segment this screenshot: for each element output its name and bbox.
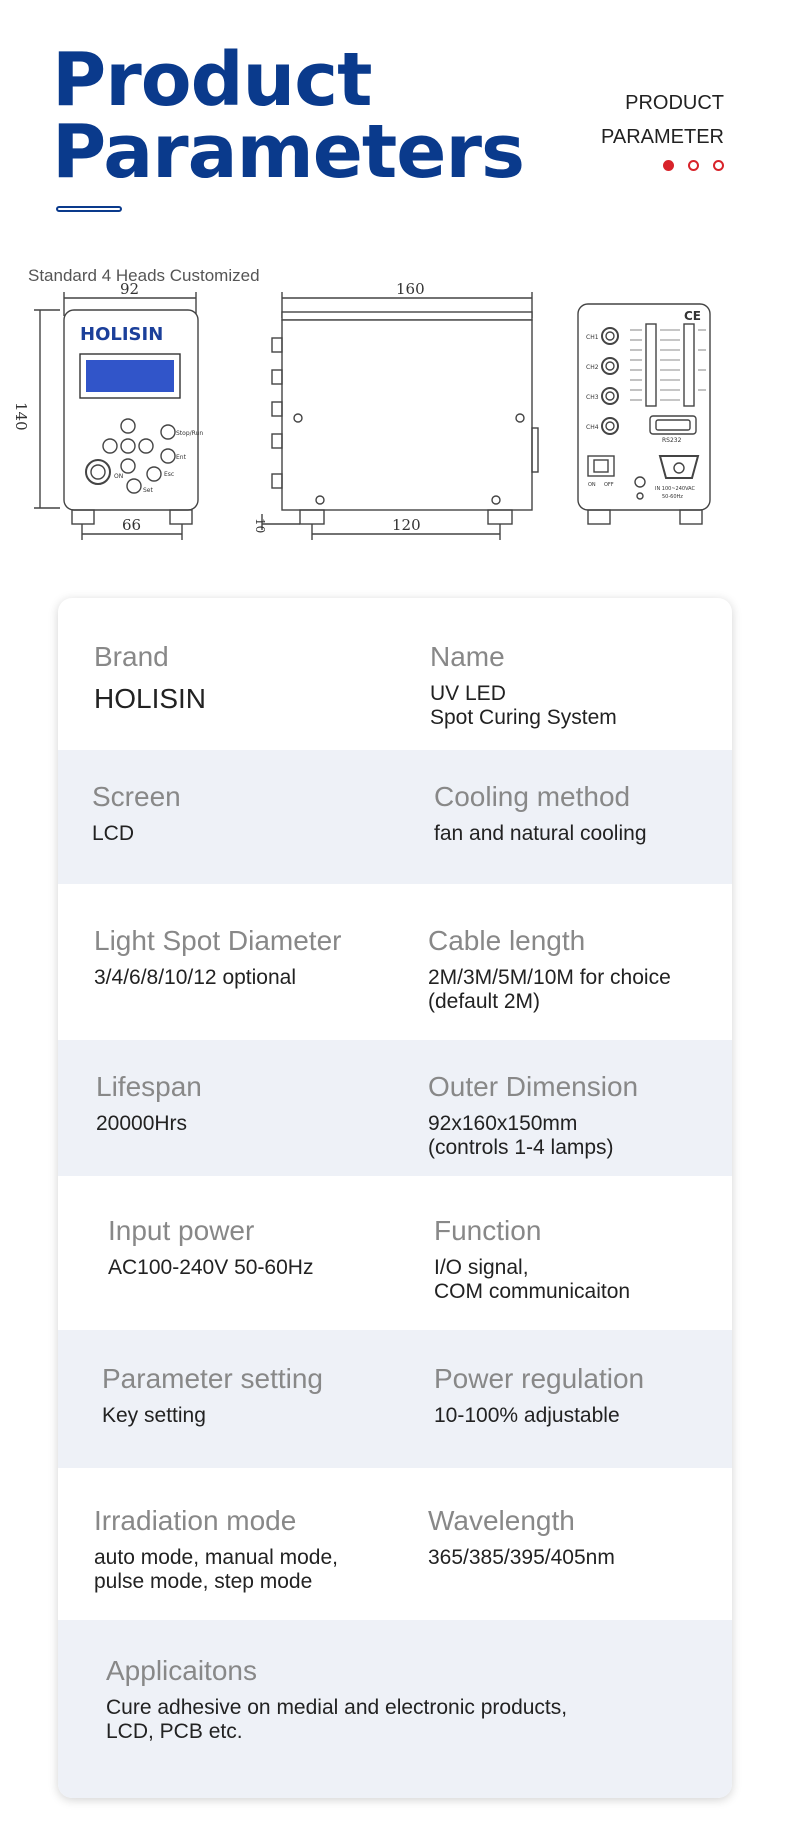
parameters-card: Brand HOLISIN Name UV LED Spot Curing Sy… — [58, 598, 732, 1798]
param-parameter-setting: Parameter setting Key setting — [102, 1362, 323, 1428]
channel-sockets — [601, 327, 619, 435]
param-cooling: Cooling method fan and natural cooling — [434, 780, 647, 846]
param-value: Key setting — [102, 1404, 206, 1427]
dim-side-base: 120 — [392, 516, 421, 534]
param-power-regulation: Power regulation 10-100% adjustable — [434, 1362, 644, 1428]
page-title: Product Parameters — [52, 37, 525, 195]
param-applications: Applicaitons Cure adhesive on medial and… — [106, 1654, 567, 1744]
param-row: Parameter setting Key setting Power regu… — [58, 1330, 732, 1468]
dim-side-width: 160 — [396, 280, 425, 298]
param-value: fan and natural cooling — [434, 822, 647, 845]
rear-rs232: RS232 — [662, 437, 682, 444]
dot — [688, 160, 699, 171]
param-value: 2M/3M/5M/10M for choice (default 2M) — [428, 966, 671, 1013]
title-line-2: Parameters — [52, 109, 525, 195]
pagination-dots — [663, 160, 724, 171]
param-wavelength: Wavelength 365/385/395/405nm — [428, 1504, 615, 1570]
param-irradiation-mode: Irradiation mode auto mode, manual mode,… — [94, 1504, 338, 1594]
rear-power: IN 100~240VAC — [655, 486, 696, 492]
param-label: Applicaitons — [106, 1655, 257, 1686]
param-value: I/O signal, COM communicaiton — [434, 1256, 631, 1303]
param-screen: Screen LCD — [92, 780, 181, 846]
subtitle-line-2: PARAMETER — [601, 126, 724, 148]
param-row: Lifespan 20000Hrs Outer Dimension 92x160… — [58, 1040, 732, 1176]
param-label: Cooling method — [434, 781, 631, 812]
param-row: Screen LCD Cooling method fan and natura… — [58, 750, 732, 884]
param-value: HOLISIN — [94, 683, 207, 714]
drawing-caption: Standard 4 Heads Customized — [28, 266, 260, 285]
param-label: Name — [430, 641, 505, 672]
param-value: auto mode, manual mode, pulse mode, step… — [94, 1546, 338, 1593]
param-value: 365/385/395/405nm — [428, 1546, 615, 1569]
side-view: 160 10 120 — [253, 280, 539, 540]
rear-ch4: CH4 — [586, 424, 599, 431]
param-label: Input power — [108, 1215, 255, 1246]
label-on: ON — [114, 473, 123, 480]
rear-on: ON — [588, 482, 596, 488]
btn-esc: Esc — [164, 471, 174, 478]
param-label: Function — [434, 1215, 542, 1246]
param-label: Brand — [94, 641, 169, 672]
param-value: AC100-240V 50-60Hz — [108, 1256, 314, 1279]
title-underline — [56, 206, 122, 212]
param-value: 3/4/6/8/10/12 optional — [94, 966, 297, 989]
btn-stop-run: Stop/Run — [176, 430, 203, 437]
dim-front-height: 140 — [12, 402, 30, 431]
param-label: Screen — [92, 781, 181, 812]
param-label: Outer Dimension — [428, 1071, 639, 1102]
param-row: Applicaitons Cure adhesive on medial and… — [58, 1620, 732, 1798]
param-label: Light Spot Diameter — [94, 925, 342, 956]
param-value: 20000Hrs — [96, 1112, 188, 1135]
rear-off: OFF — [604, 482, 614, 488]
rear-ch1: CH1 — [586, 334, 599, 341]
param-spot-diameter: Light Spot Diameter 3/4/6/8/10/12 option… — [94, 924, 341, 990]
front-view: 92 140 HOLISIN Stop/Run Ent Esc Set — [12, 280, 203, 540]
param-input-power: Input power AC100-240V 50-60Hz — [108, 1214, 313, 1280]
param-label: Power regulation — [434, 1363, 645, 1394]
subtitle-line-1: PRODUCT — [625, 92, 724, 114]
dim-side-foot: 10 — [253, 518, 267, 533]
param-name: Name UV LED Spot Curing System — [430, 640, 617, 730]
dot-active — [663, 160, 674, 171]
param-outer-dimension: Outer Dimension 92x160x150mm (controls 1… — [428, 1070, 638, 1160]
param-value: Cure adhesive on medial and electronic p… — [106, 1696, 568, 1743]
param-value: UV LED Spot Curing System — [430, 682, 617, 729]
param-label: Parameter setting — [102, 1363, 323, 1394]
rear-freq: 50-60Hz — [662, 494, 683, 500]
rear-ch3: CH3 — [586, 394, 599, 401]
rear-ch2: CH2 — [586, 364, 599, 371]
rear-ce: CE — [684, 309, 701, 323]
dim-front-width: 92 — [120, 280, 139, 298]
param-row: Brand HOLISIN Name UV LED Spot Curing Sy… — [58, 598, 732, 750]
param-label: Irradiation mode — [94, 1505, 297, 1536]
param-lifespan: Lifespan 20000Hrs — [96, 1070, 202, 1136]
dim-front-base: 66 — [122, 516, 141, 534]
param-label: Lifespan — [96, 1071, 202, 1102]
title-line-1: Product — [52, 37, 372, 123]
section-subtitle: PRODUCT PARAMETER — [601, 86, 724, 154]
param-row: Irradiation mode auto mode, manual mode,… — [58, 1468, 732, 1620]
param-brand: Brand HOLISIN — [94, 640, 206, 716]
param-label: Cable length — [428, 925, 586, 956]
technical-drawing: 92 140 HOLISIN Stop/Run Ent Esc Set — [12, 280, 711, 540]
param-row: Input power AC100-240V 50-60Hz Function … — [58, 1176, 732, 1330]
rear-view: CE CH1 CH2 CH3 CH4 — [577, 303, 711, 525]
param-label: Wavelength — [428, 1505, 575, 1536]
param-row: Light Spot Diameter 3/4/6/8/10/12 option… — [58, 884, 732, 1040]
dot — [713, 160, 724, 171]
btn-ent: Ent — [176, 454, 187, 461]
param-value: 10-100% adjustable — [434, 1404, 620, 1427]
front-logo: HOLISIN — [80, 324, 163, 345]
param-cable-length: Cable length 2M/3M/5M/10M for choice (de… — [428, 924, 671, 1014]
btn-set: Set — [143, 487, 154, 494]
param-function: Function I/O signal, COM communicaiton — [434, 1214, 630, 1304]
param-value: LCD — [92, 822, 135, 845]
param-value: 92x160x150mm (controls 1-4 lamps) — [428, 1112, 614, 1159]
